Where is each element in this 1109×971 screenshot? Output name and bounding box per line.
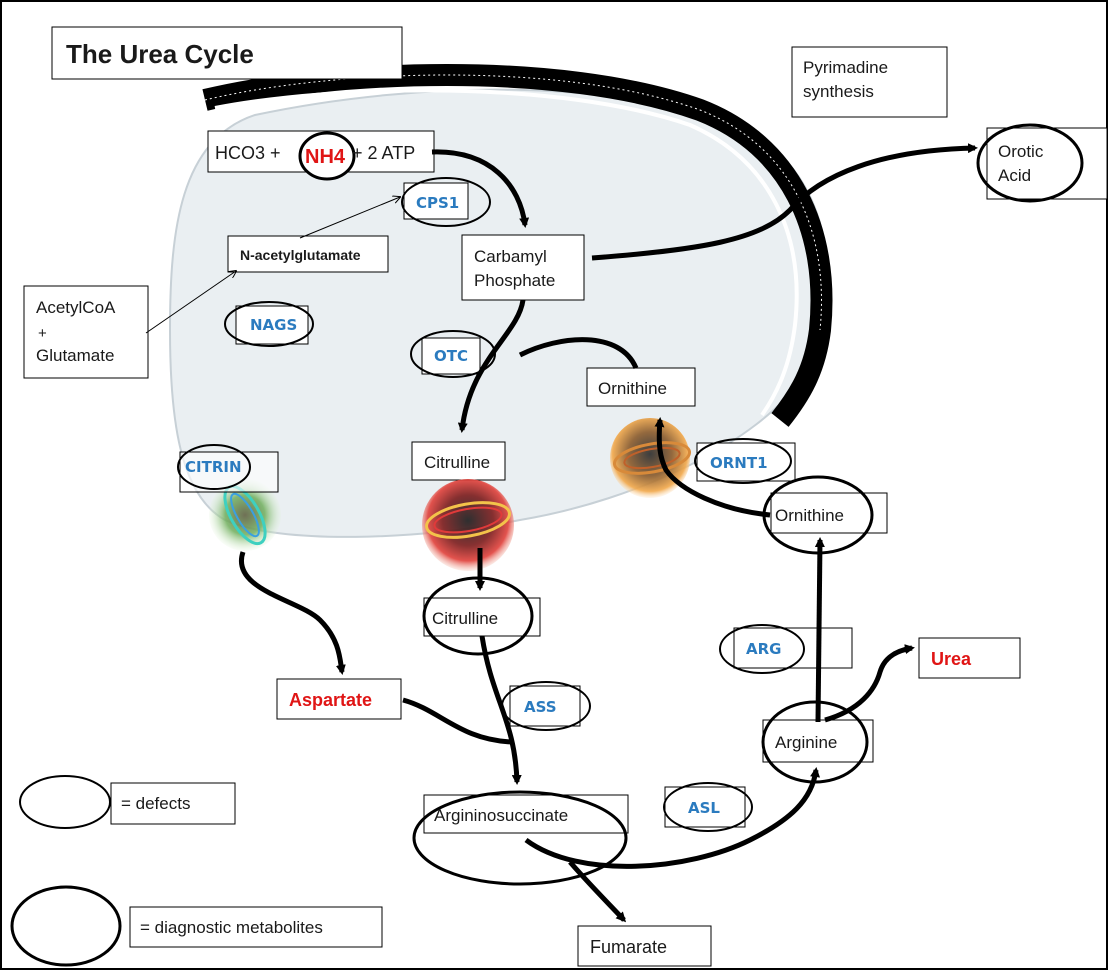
metabolite-arginine: Arginine: [775, 733, 837, 752]
nag-box: [227, 235, 389, 273]
orotic-acid-diagnostic-ring: [976, 123, 1084, 203]
arrow-carbamyl-to-citrulline: [457, 299, 526, 433]
enzyme-citrin: CITRIN: [185, 458, 242, 476]
metabolite-urea: Urea: [931, 649, 972, 669]
arrow-argininosuccinate-to-arginine: [524, 767, 821, 869]
metabolite-fumarate: Fumarate: [590, 937, 667, 957]
metabolite-aspartate: Aspartate: [289, 690, 372, 710]
arrow-acetylcoa-to-nag: [145, 271, 236, 334]
diagram-title: The Urea Cycle: [66, 39, 254, 69]
orotic-line1: Orotic: [998, 142, 1044, 161]
arrow-nag-to-cps1: [299, 197, 400, 239]
legend-diagnostic-ring: [10, 885, 122, 967]
citrulline-transporter: [422, 479, 514, 571]
legend-defects-label: = defects: [121, 794, 190, 813]
arg-box: [733, 627, 853, 669]
arrow-reactants-to-carbamyl: [431, 149, 530, 228]
acetylcoa-line3: Glutamate: [36, 346, 114, 365]
arg-defect-ring: [719, 624, 805, 674]
pyrimidine-line1: Pyrimadine: [803, 58, 888, 77]
acetylcoa-box: [23, 285, 149, 379]
ass-box: [509, 685, 581, 727]
carbamyl-line1: Carbamyl: [474, 247, 547, 266]
legend-defect-ring: [19, 775, 111, 829]
enzyme-asl: ASL: [688, 799, 720, 817]
asl-defect-ring: [663, 782, 753, 832]
acetylcoa-line2: +: [38, 325, 47, 342]
enzyme-ornt1: ORNT1: [710, 454, 768, 472]
enzyme-ass: ASS: [524, 698, 557, 716]
urea-box: [918, 637, 1021, 679]
legend-diagnostic-box: [129, 906, 383, 948]
enzyme-nags: NAGS: [250, 316, 297, 334]
aspartate-box: [276, 678, 402, 720]
metabolite-citrulline-mito: Citrulline: [424, 453, 490, 472]
acetylcoa-line1: AcetylCoA: [36, 298, 116, 317]
ornt1-defect-ring: [694, 438, 792, 484]
arrow-arginine-to-urea: [824, 644, 915, 723]
carbamyl-phosphate-box: [461, 234, 585, 301]
arrow-carbamyl-to-orotic: [591, 143, 978, 261]
asl-box: [664, 786, 746, 828]
fumarate-box: [577, 925, 712, 967]
citrin-defect-ring: [177, 444, 251, 490]
metabolite-ornithine-mito: Ornithine: [598, 379, 667, 398]
cps1-defect-ring: [401, 177, 491, 227]
otc-box: [421, 337, 481, 375]
metabolite-argininosuccinate: Argininosuccinate: [434, 806, 568, 825]
metabolite-citrulline-cyto: Citrulline: [432, 609, 498, 628]
arrow-aspartate-to-ass: [402, 697, 513, 745]
pyrimidine-box: [791, 46, 948, 118]
arrow-ornithine-to-otc: [518, 337, 639, 370]
orotic-acid-box: [986, 127, 1108, 200]
pyrimidine-line2: synthesis: [803, 82, 874, 101]
arrow-ornt1-transport: [654, 417, 771, 518]
nags-box: [235, 305, 309, 345]
citrulline-cyto-box: [423, 597, 541, 637]
pathway-arrows: [238, 143, 978, 923]
arrow-citrulline-to-argininosuccinate: [479, 635, 522, 785]
ornithine-mito-box: [586, 367, 696, 407]
enzyme-otc: OTC: [434, 347, 468, 365]
nh4-defect-ring: [298, 131, 356, 181]
nags-defect-ring: [224, 301, 314, 347]
cps1-box: [403, 182, 469, 220]
arrow-citrin-to-aspartate: [238, 551, 346, 675]
metabolite-n-acetylglutamate: N-acetylglutamate: [240, 247, 361, 263]
legend-defects-box: [110, 782, 236, 825]
legend-diagnostic-label: = diagnostic metabolites: [140, 918, 323, 937]
enzyme-arg: ARG: [746, 640, 781, 658]
orotic-line2: Acid: [998, 166, 1031, 185]
arrow-arginine-to-ornithine: [814, 537, 825, 723]
metabolite-ornithine-cyto: Ornithine: [775, 506, 844, 525]
title-box: [51, 26, 403, 80]
arrow-to-fumarate: [568, 860, 627, 923]
reactants-prefix: HCO3 +: [215, 143, 281, 163]
citrulline-mito-box: [411, 441, 506, 481]
carbamyl-line2: Phosphate: [474, 271, 555, 290]
reactants-suffix: + 2 ATP: [352, 143, 415, 163]
nh4-label: NH4: [305, 146, 346, 168]
argininosuccinate-diagnostic-ring: [412, 790, 628, 886]
enzyme-cps1: CPS1: [416, 194, 459, 212]
citrin-transporter: [209, 479, 281, 551]
